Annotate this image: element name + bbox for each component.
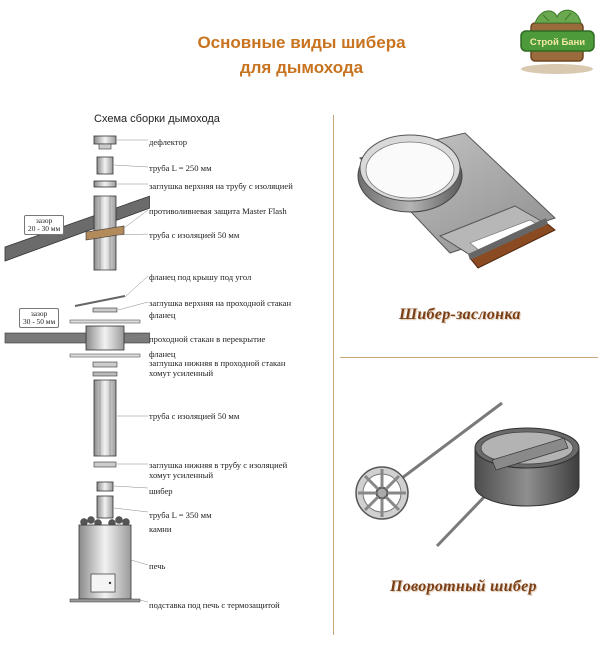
- page-title-line-1: Основные виды шибера: [197, 33, 406, 52]
- pipe-bottom-cap-part: [93, 461, 117, 468]
- flange-upper-part: [69, 319, 141, 324]
- passage-bottom-cap-part: [92, 361, 118, 368]
- gap-callout-ceiling: зазор 30 - 50 мм: [19, 308, 60, 328]
- pipe-250-part: [96, 156, 114, 175]
- label-passage-cap: заглушка верхняя на проходной стакан: [149, 298, 292, 308]
- label-stove: печь: [149, 561, 166, 571]
- caption-slide-damper: Шибер-заслонка: [399, 306, 521, 323]
- passage-cap-part: [92, 307, 118, 313]
- label-clamp-lower: хомут усиленный: [149, 470, 214, 480]
- handle-wheel: [355, 466, 409, 520]
- rotary-damper-illustration: [355, 401, 580, 548]
- gap-callout-ceiling-value: 30 - 50 мм: [23, 317, 56, 326]
- label-stove-stand: подставка под печь с термозащитой: [149, 600, 280, 610]
- label-deflector: дефлектор: [149, 137, 188, 147]
- label-damper: шибер: [149, 486, 173, 496]
- label-insulated-pipe-lower: труба с изоляцией 50 мм: [149, 411, 240, 421]
- caption-rotary-damper: Поворотный шибер: [390, 578, 537, 595]
- label-passage-bottom-cap: заглушка нижняя в проходной стакан: [149, 358, 286, 368]
- damper-part: [96, 481, 114, 492]
- vertical-divider: [333, 115, 334, 635]
- gap-callout-roof-value: 20 - 30 мм: [28, 224, 61, 233]
- roof-flange-part: [74, 295, 126, 307]
- gap-callout-roof-label: зазор: [35, 216, 53, 225]
- gap-callout-ceiling-label: зазор: [30, 309, 48, 318]
- insulated-pipe-lower-part: [93, 379, 117, 457]
- top-cap-part: [93, 180, 117, 188]
- label-pipe-250: труба L = 250 мм: [149, 163, 212, 173]
- ceiling-section: [4, 332, 150, 344]
- deflector-part: [93, 135, 117, 150]
- scheme-title: Схема сборки дымохода: [94, 113, 220, 125]
- label-passage-sleeve: проходной стакан в перекрытие: [149, 334, 266, 344]
- label-roof-flange: фланец под крышу под угол: [149, 272, 252, 282]
- stove-part: [78, 524, 132, 600]
- label-top-cap: заглушка верхняя на трубу с изоляцией: [149, 181, 293, 191]
- label-flange-lower: фланец: [149, 349, 176, 359]
- label-insulated-pipe-upper: труба с изоляцией 50 мм: [149, 230, 240, 240]
- page-title-line-2: для дымохода: [239, 58, 364, 77]
- master-flash-part: [85, 225, 125, 241]
- logo: Строй Бани: [520, 9, 595, 74]
- label-stones: камни: [149, 524, 172, 534]
- pipe-350-part: [96, 495, 114, 519]
- label-flange-upper: фланец: [149, 310, 176, 320]
- label-master-flash: противоливневая защита Master Flash: [149, 206, 287, 216]
- stove-stand-part: [69, 598, 141, 603]
- horizontal-divider: [340, 357, 598, 358]
- slide-damper-illustration: [357, 132, 556, 269]
- label-pipe-bottom-cap: заглушка нижняя в трубу с изоляцией: [149, 460, 288, 470]
- label-pipe-350: труба L = 350 мм: [149, 510, 212, 520]
- gap-callout-roof: зазор 20 - 30 мм: [24, 215, 65, 235]
- passage-sleeve-part: [85, 325, 125, 351]
- chimney-assembly-diagram: [4, 135, 150, 603]
- logo-text: Строй Бани: [530, 37, 585, 48]
- clamp-upper-part: [92, 371, 118, 377]
- label-clamp-upper: хомут усиленный: [149, 368, 214, 378]
- flange-lower-part: [69, 353, 141, 358]
